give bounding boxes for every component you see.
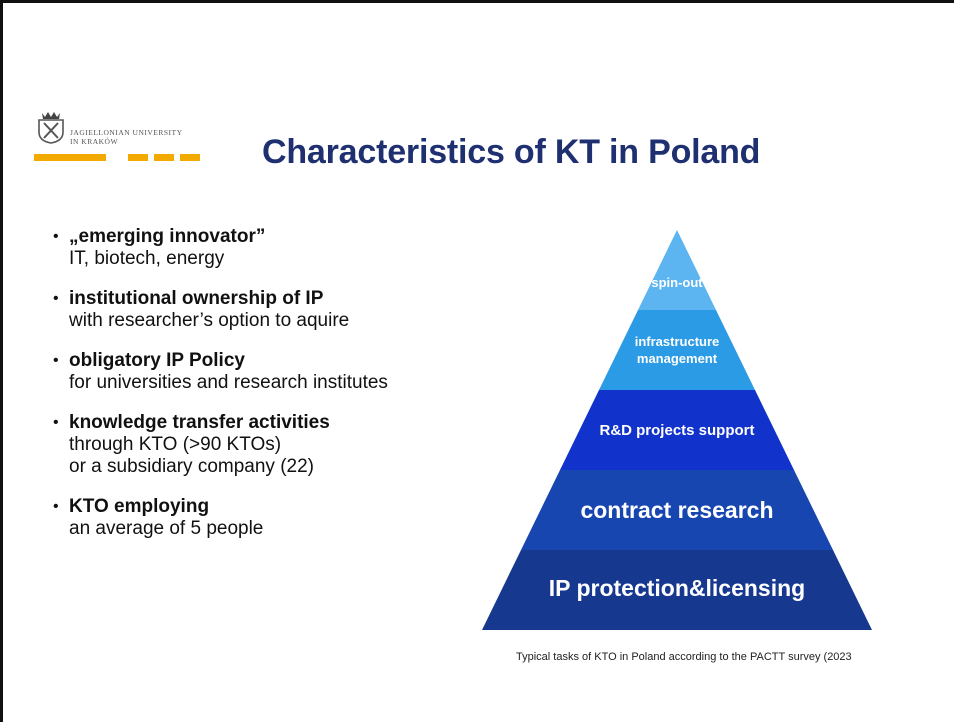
pyramid-tier-infrastructure-management <box>599 310 755 390</box>
tier-label-infrastructure: infrastructure <box>635 334 720 349</box>
bullet-item-ip-policy: obligatory IP Policy for universities an… <box>50 350 520 394</box>
logo-line-2: IN KRAKÓW <box>70 137 119 146</box>
bullet-item-ip-ownership: institutional ownership of IP with resea… <box>50 288 520 332</box>
university-logo: JAGIELLONIAN UNIVERSITY IN KRAKÓW <box>34 110 204 161</box>
bullet-heading: KTO employing <box>69 496 210 517</box>
bullet-heading: institutional ownership of IP <box>69 288 324 309</box>
tier-label-ip-protection-licensing: IP protection&licensing <box>549 575 805 601</box>
pyramid-tier-rd-projects-support <box>560 390 794 470</box>
pyramid-tier-contract-research <box>521 470 833 550</box>
bullet-heading: obligatory IP Policy <box>69 350 245 371</box>
bullet-text: for universities and research institutes <box>69 372 388 393</box>
bullet-text: or a subsidiary company (22) <box>69 456 314 477</box>
bullet-heading: „emerging innovator” <box>69 226 266 247</box>
pyramid-caption: Typical tasks of KTO in Poland according… <box>516 651 852 663</box>
pyramid-tier-ip-protection-licensing <box>482 550 872 630</box>
bullet-heading: knowledge transfer activities <box>69 412 330 433</box>
tier-label-contract-research: contract research <box>580 497 773 523</box>
bullet-item-kto-employing: KTO employing an average of 5 people <box>50 496 520 540</box>
bullet-text: through KTO (>90 KTOs) <box>69 434 282 455</box>
tier-label-spin-out: spin-out <box>651 275 703 290</box>
bullet-text: with researcher’s option to aquire <box>69 310 350 331</box>
logo-dash-bar <box>34 154 204 161</box>
bullet-text: an average of 5 people <box>69 518 264 539</box>
tier-label-management: management <box>637 351 718 366</box>
bullet-list: „emerging innovator” IT, biotech, energy… <box>50 226 520 558</box>
slide-title: Characteristics of KT in Poland <box>262 133 761 171</box>
tier-label-rd-projects-support: R&D projects support <box>599 422 754 439</box>
bullet-item-kt-activities: knowledge transfer activities through KT… <box>50 412 520 478</box>
bullet-text: IT, biotech, energy <box>69 248 225 269</box>
pyramid-tier-spin-out <box>638 230 716 310</box>
bullet-item-emerging-innovator: „emerging innovator” IT, biotech, energy <box>50 226 520 270</box>
crest-icon <box>38 112 64 144</box>
kto-tasks-pyramid: spin-out infrastructure management R&D p… <box>482 230 872 630</box>
logo-line-1: JAGIELLONIAN UNIVERSITY <box>70 128 183 137</box>
